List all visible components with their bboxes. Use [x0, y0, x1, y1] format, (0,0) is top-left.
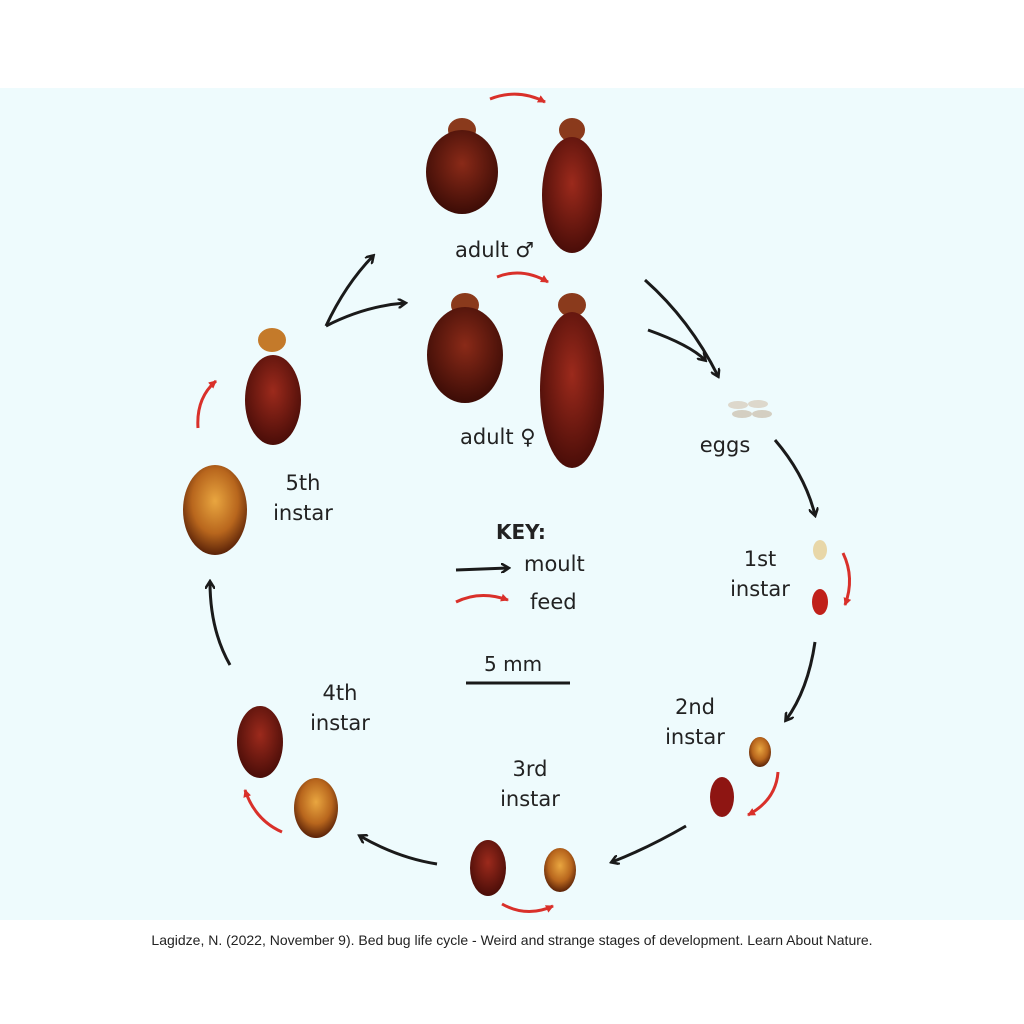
label-3rd-instar: 3rd instar — [500, 757, 560, 811]
first-instar-bugs — [812, 540, 828, 615]
moult-arrow-3rd-to-4th — [360, 836, 438, 866]
label-5th-instar: 5th instar — [273, 471, 333, 525]
label-2nd-instar: 2nd instar — [665, 695, 725, 749]
feed-arrow-2nd — [747, 771, 780, 817]
adult-female-unfed-bug — [427, 293, 503, 403]
moult-arrow-2nd-to-3rd — [612, 824, 687, 862]
diagram-background — [0, 88, 1024, 920]
label-1st-instar: 1st instar — [730, 547, 790, 601]
label-4th-instar: 4th instar — [310, 681, 370, 735]
feed-arrow-1st — [841, 552, 852, 606]
feed-arrow-3rd — [501, 902, 554, 913]
key-moult-arrow — [455, 568, 508, 570]
label-adult-female: adult ♀ — [460, 425, 536, 449]
fifth-instar-bugs — [183, 328, 301, 555]
second-instar-bugs — [710, 737, 771, 817]
moult-arrow-to-female — [325, 303, 405, 328]
key-feed-label: feed — [530, 590, 577, 614]
moult-arrow-4th-to-5th — [210, 582, 232, 666]
eggs-icon — [728, 400, 772, 418]
feed-arrow-adult-male — [489, 92, 546, 104]
scale-label: 5 mm — [484, 652, 543, 676]
moult-arrow-1st-to-2nd — [786, 641, 817, 720]
key-title: KEY: — [496, 520, 546, 544]
adult-male-fed-bug — [542, 118, 602, 253]
moult-arrow-adults-to-eggs — [644, 278, 718, 376]
moult-arrow-to-male — [324, 256, 373, 327]
label-adult-male: adult ♂ — [455, 238, 535, 262]
label-eggs: eggs — [699, 433, 751, 457]
feed-arrow-4th — [243, 789, 283, 834]
feed-arrow-adult-female — [496, 271, 549, 284]
fourth-instar-bugs — [237, 706, 338, 838]
moult-arrow-from-female — [647, 328, 705, 360]
adult-male-unfed-bug — [426, 118, 498, 214]
moult-arrow-eggs-to-1st — [773, 439, 815, 515]
feed-arrow-5th — [196, 379, 217, 429]
key-feed-arrow — [455, 593, 509, 604]
adult-female-fed-bug — [540, 293, 604, 468]
citation-caption: Lagidze, N. (2022, November 9). Bed bug … — [151, 932, 873, 948]
third-instar-bugs — [470, 840, 576, 896]
key-moult-label: moult — [524, 552, 585, 576]
